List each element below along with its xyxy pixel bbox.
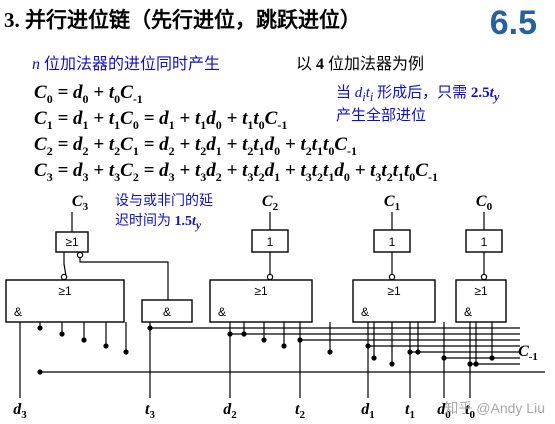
nor-gate-c3 <box>55 231 89 253</box>
junction-dot <box>281 343 287 349</box>
aoi-gate-c1-or-label: ≥1 <box>387 284 401 298</box>
nor-bubble-a <box>60 273 68 281</box>
input-t2-label: t2 <box>295 401 305 421</box>
example-text: 以 4 位加法器为例 <box>296 56 425 73</box>
input-t1-label: t1 <box>405 401 415 421</box>
not-gate-c0-label: 1 <box>481 235 488 249</box>
junction-dot <box>123 349 129 355</box>
junction-dot <box>37 369 43 375</box>
page-title: 3. 并行进位链（先行进位，跳跃进位） <box>4 8 361 32</box>
junction-dot <box>147 325 153 331</box>
junction-dot <box>407 349 413 355</box>
junction-dot <box>371 355 377 361</box>
intro-text: n 位加法器的进位同时产生 <box>32 56 221 73</box>
aoi-gate-c3-and-label: & <box>14 305 22 319</box>
and-gate-t3-label: & <box>163 305 171 319</box>
junction-dot <box>227 331 233 337</box>
junction-dot <box>103 343 109 349</box>
output-c1-label: C1 <box>384 193 400 213</box>
gate-delay-note-line1: 设与或非门的延 <box>115 194 213 209</box>
not-gate-c0-bubble <box>480 273 488 281</box>
not-gate-c1-label: 1 <box>389 235 396 249</box>
not-gate-c2 <box>251 229 289 253</box>
junction-dot <box>441 355 447 361</box>
junction-dot <box>261 337 267 343</box>
input-d1-label: d1 <box>361 401 375 421</box>
gate-delay-note: 设与或非门的延 迟时间为 1.5ty <box>115 192 213 236</box>
aoi-gate-c0 <box>455 279 507 323</box>
output-c0-label: C0 <box>476 193 493 213</box>
input-d0-label: d0 <box>437 401 451 421</box>
input-d3-label: d3 <box>13 401 27 421</box>
aoi-gate-c2 <box>209 279 313 323</box>
junction-dot <box>467 361 473 367</box>
timing-note-line1: 当 diti 形成后，只需 2.5ty <box>336 85 500 104</box>
not-gate-c1-bubble <box>388 273 396 281</box>
aoi-gate-c2-or-label: ≥1 <box>254 284 268 298</box>
input-d2-label: d2 <box>223 401 237 421</box>
junction-dot <box>241 331 247 337</box>
carry-in-label: C-1 <box>518 343 538 363</box>
junction-dot <box>389 361 395 367</box>
not-gate-c2-label: 1 <box>267 235 274 249</box>
nor-bubble-b <box>76 251 84 259</box>
output-c2-label: C2 <box>262 193 279 213</box>
not-gate-c0 <box>465 229 503 253</box>
junction-dot <box>473 361 479 367</box>
watermark: 知乎 @Andy Liu <box>444 400 545 416</box>
junction-dot <box>297 337 303 343</box>
aoi-gate-c3 <box>5 279 125 323</box>
input-t0-label: t0 <box>465 401 475 421</box>
gate-delay-note-line2: 迟时间为 1.5ty <box>115 214 202 232</box>
input-t3-label: t3 <box>145 401 155 421</box>
equation-c3: C3 = d3 + t3C2 = d3 + t3d2 + t3t2d1 + t3… <box>34 160 438 184</box>
equation-c2: C2 = d2 + t2C1 = d2 + t2d1 + t2t1d0 + t2… <box>34 134 357 158</box>
nor-gate-c3-label: ≥1 <box>65 235 79 249</box>
junction-dot <box>81 337 87 343</box>
equation-c1: C1 = d1 + t1C0 = d1 + t1d0 + t1t0C-1 <box>34 108 288 132</box>
aoi-gate-c1-and-label: & <box>361 305 369 319</box>
junction-dot <box>489 355 495 361</box>
circuit-gates <box>5 229 507 323</box>
junction-dot <box>37 325 43 331</box>
junction-dot <box>365 343 371 349</box>
aoi-gate-c1 <box>352 279 436 323</box>
section-badge: 6.5 <box>489 4 537 42</box>
not-gate-c1 <box>373 229 411 253</box>
timing-note-line2: 产生全部进位 <box>336 108 427 124</box>
aoi-gate-c2-and-label: & <box>218 305 226 319</box>
aoi-gate-c3-or-label: ≥1 <box>58 284 72 298</box>
junction-dot <box>327 349 333 355</box>
timing-note: 当 diti 形成后，只需 2.5ty 产生全部进位 <box>336 84 499 126</box>
junction-dot <box>59 331 65 337</box>
junction-dot <box>415 349 421 355</box>
aoi-gate-c0-and-label: & <box>464 305 472 319</box>
aoi-gate-c0-or-label: ≥1 <box>474 284 488 298</box>
and-gate-t3 <box>141 299 193 323</box>
wire <box>63 252 67 277</box>
output-c3-label: C3 <box>72 193 89 213</box>
equation-c0: C0 = d0 + t0C-1 <box>34 82 143 106</box>
not-gate-c2-bubble <box>266 273 274 281</box>
